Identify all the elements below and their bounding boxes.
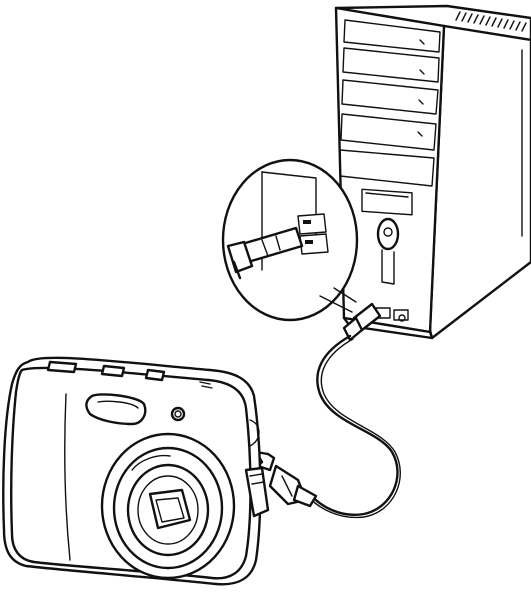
digital-camera <box>3 358 268 584</box>
computer-tower <box>336 6 531 338</box>
camera-lens <box>102 434 234 578</box>
usb-cable <box>256 304 400 517</box>
usb-port-zoom-inset <box>223 160 357 320</box>
